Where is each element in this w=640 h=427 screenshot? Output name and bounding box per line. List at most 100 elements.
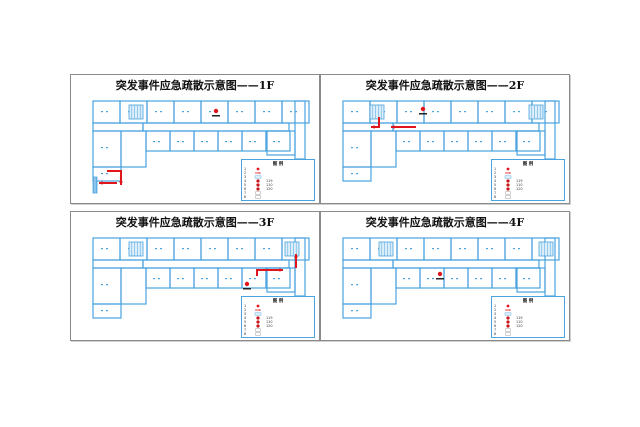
room-label-mark bbox=[273, 278, 275, 280]
legend-row: 2 bbox=[494, 308, 562, 312]
room-label-mark bbox=[459, 111, 461, 113]
stair-icon bbox=[378, 241, 394, 257]
room-west bbox=[342, 267, 372, 305]
panel-title: 突发事件应急疏散示意图——2F bbox=[365, 79, 525, 92]
room-label-mark bbox=[295, 111, 297, 113]
legend-number: 1 bbox=[244, 304, 247, 308]
room-west-mid bbox=[370, 267, 397, 305]
room-label-mark bbox=[187, 248, 189, 250]
stair-icon bbox=[254, 175, 262, 179]
legend-text: 120 bbox=[516, 187, 523, 191]
room-label-mark bbox=[356, 248, 358, 250]
room-label-mark bbox=[106, 248, 108, 250]
room-label-mark bbox=[254, 141, 256, 143]
you-are-here-dot-icon bbox=[256, 167, 260, 171]
extinguisher-icon bbox=[255, 195, 261, 199]
room-label-mark bbox=[160, 248, 162, 250]
room-label-mark bbox=[249, 141, 251, 143]
room-label-mark bbox=[480, 278, 482, 280]
room-west-mid bbox=[120, 130, 147, 168]
room-west-lower bbox=[342, 166, 372, 182]
legend-number: 3 bbox=[244, 312, 247, 316]
legend-number: 6 bbox=[494, 187, 497, 191]
legend-text: 120 bbox=[516, 324, 523, 328]
legend-row: 8 bbox=[244, 195, 312, 199]
room-label-mark bbox=[273, 141, 275, 143]
legend-row: 8 bbox=[494, 332, 562, 336]
room-east-wing bbox=[544, 100, 556, 160]
legend-number: 4 bbox=[494, 179, 497, 183]
room-label-mark bbox=[405, 248, 407, 250]
you-are-here-icon bbox=[212, 108, 220, 117]
room-label-mark bbox=[214, 248, 216, 250]
stair-icon bbox=[128, 241, 144, 257]
room-label-mark bbox=[408, 278, 410, 280]
legend-text: 119 bbox=[266, 316, 273, 320]
room-label-mark bbox=[225, 141, 227, 143]
room-label-mark bbox=[106, 173, 108, 175]
room-label-mark bbox=[351, 284, 353, 286]
room-label-mark bbox=[356, 111, 358, 113]
floor-plan bbox=[92, 100, 310, 194]
legend-row: 1 bbox=[494, 167, 562, 171]
room-label-mark bbox=[278, 141, 280, 143]
evacuation-arrow-1 bbox=[256, 268, 283, 276]
stair-icon bbox=[528, 104, 544, 120]
room-label-mark bbox=[241, 111, 243, 113]
room-label-mark bbox=[408, 141, 410, 143]
room-label-mark bbox=[101, 310, 103, 312]
room-label-mark bbox=[206, 278, 208, 280]
corridor bbox=[92, 259, 144, 269]
room-label-mark bbox=[241, 248, 243, 250]
room-label-mark bbox=[278, 278, 280, 280]
room-label-mark bbox=[106, 310, 108, 312]
room-label-mark bbox=[475, 278, 477, 280]
exit-icon bbox=[505, 191, 511, 195]
room-west bbox=[342, 130, 372, 168]
legend-row: 3 bbox=[494, 175, 562, 179]
arrow-icon bbox=[505, 309, 511, 311]
room-label-mark bbox=[518, 111, 520, 113]
room-label-mark bbox=[182, 248, 184, 250]
legend-row: 8 bbox=[494, 195, 562, 199]
exit-icon bbox=[505, 328, 511, 332]
room-label-mark bbox=[153, 141, 155, 143]
legend-number: 4 bbox=[494, 316, 497, 320]
legend-number: 3 bbox=[494, 175, 497, 179]
room-label-mark bbox=[437, 111, 439, 113]
room-label-mark bbox=[499, 278, 501, 280]
extinguisher-icon bbox=[505, 332, 511, 336]
arrow-head-icon bbox=[279, 268, 283, 272]
legend-row: 7 bbox=[244, 328, 312, 332]
legend-number: 6 bbox=[244, 187, 247, 191]
legend-title: 图 例 bbox=[522, 162, 534, 167]
room-label-mark bbox=[263, 248, 265, 250]
room-label-mark bbox=[528, 141, 530, 143]
legend-number: 7 bbox=[244, 191, 247, 195]
room-label-mark bbox=[249, 278, 251, 280]
room-label-mark bbox=[356, 173, 358, 175]
room-east-wing bbox=[294, 100, 306, 160]
arrow-head-icon bbox=[294, 254, 298, 258]
room-label-mark bbox=[230, 141, 232, 143]
room-label-mark bbox=[518, 248, 520, 250]
room-label-mark bbox=[236, 248, 238, 250]
evacuation-arrow-1 bbox=[107, 170, 123, 185]
room-label-mark bbox=[201, 141, 203, 143]
room-label-mark bbox=[236, 111, 238, 113]
room-label-mark bbox=[491, 248, 493, 250]
legend-number: 7 bbox=[494, 328, 497, 332]
legend-row: 1 bbox=[244, 304, 312, 308]
you-are-here-dot-icon bbox=[256, 304, 260, 308]
legend-number: 3 bbox=[494, 312, 497, 316]
legend-text: 119 bbox=[516, 179, 523, 183]
room-label-mark bbox=[177, 141, 179, 143]
room-label-mark bbox=[160, 111, 162, 113]
